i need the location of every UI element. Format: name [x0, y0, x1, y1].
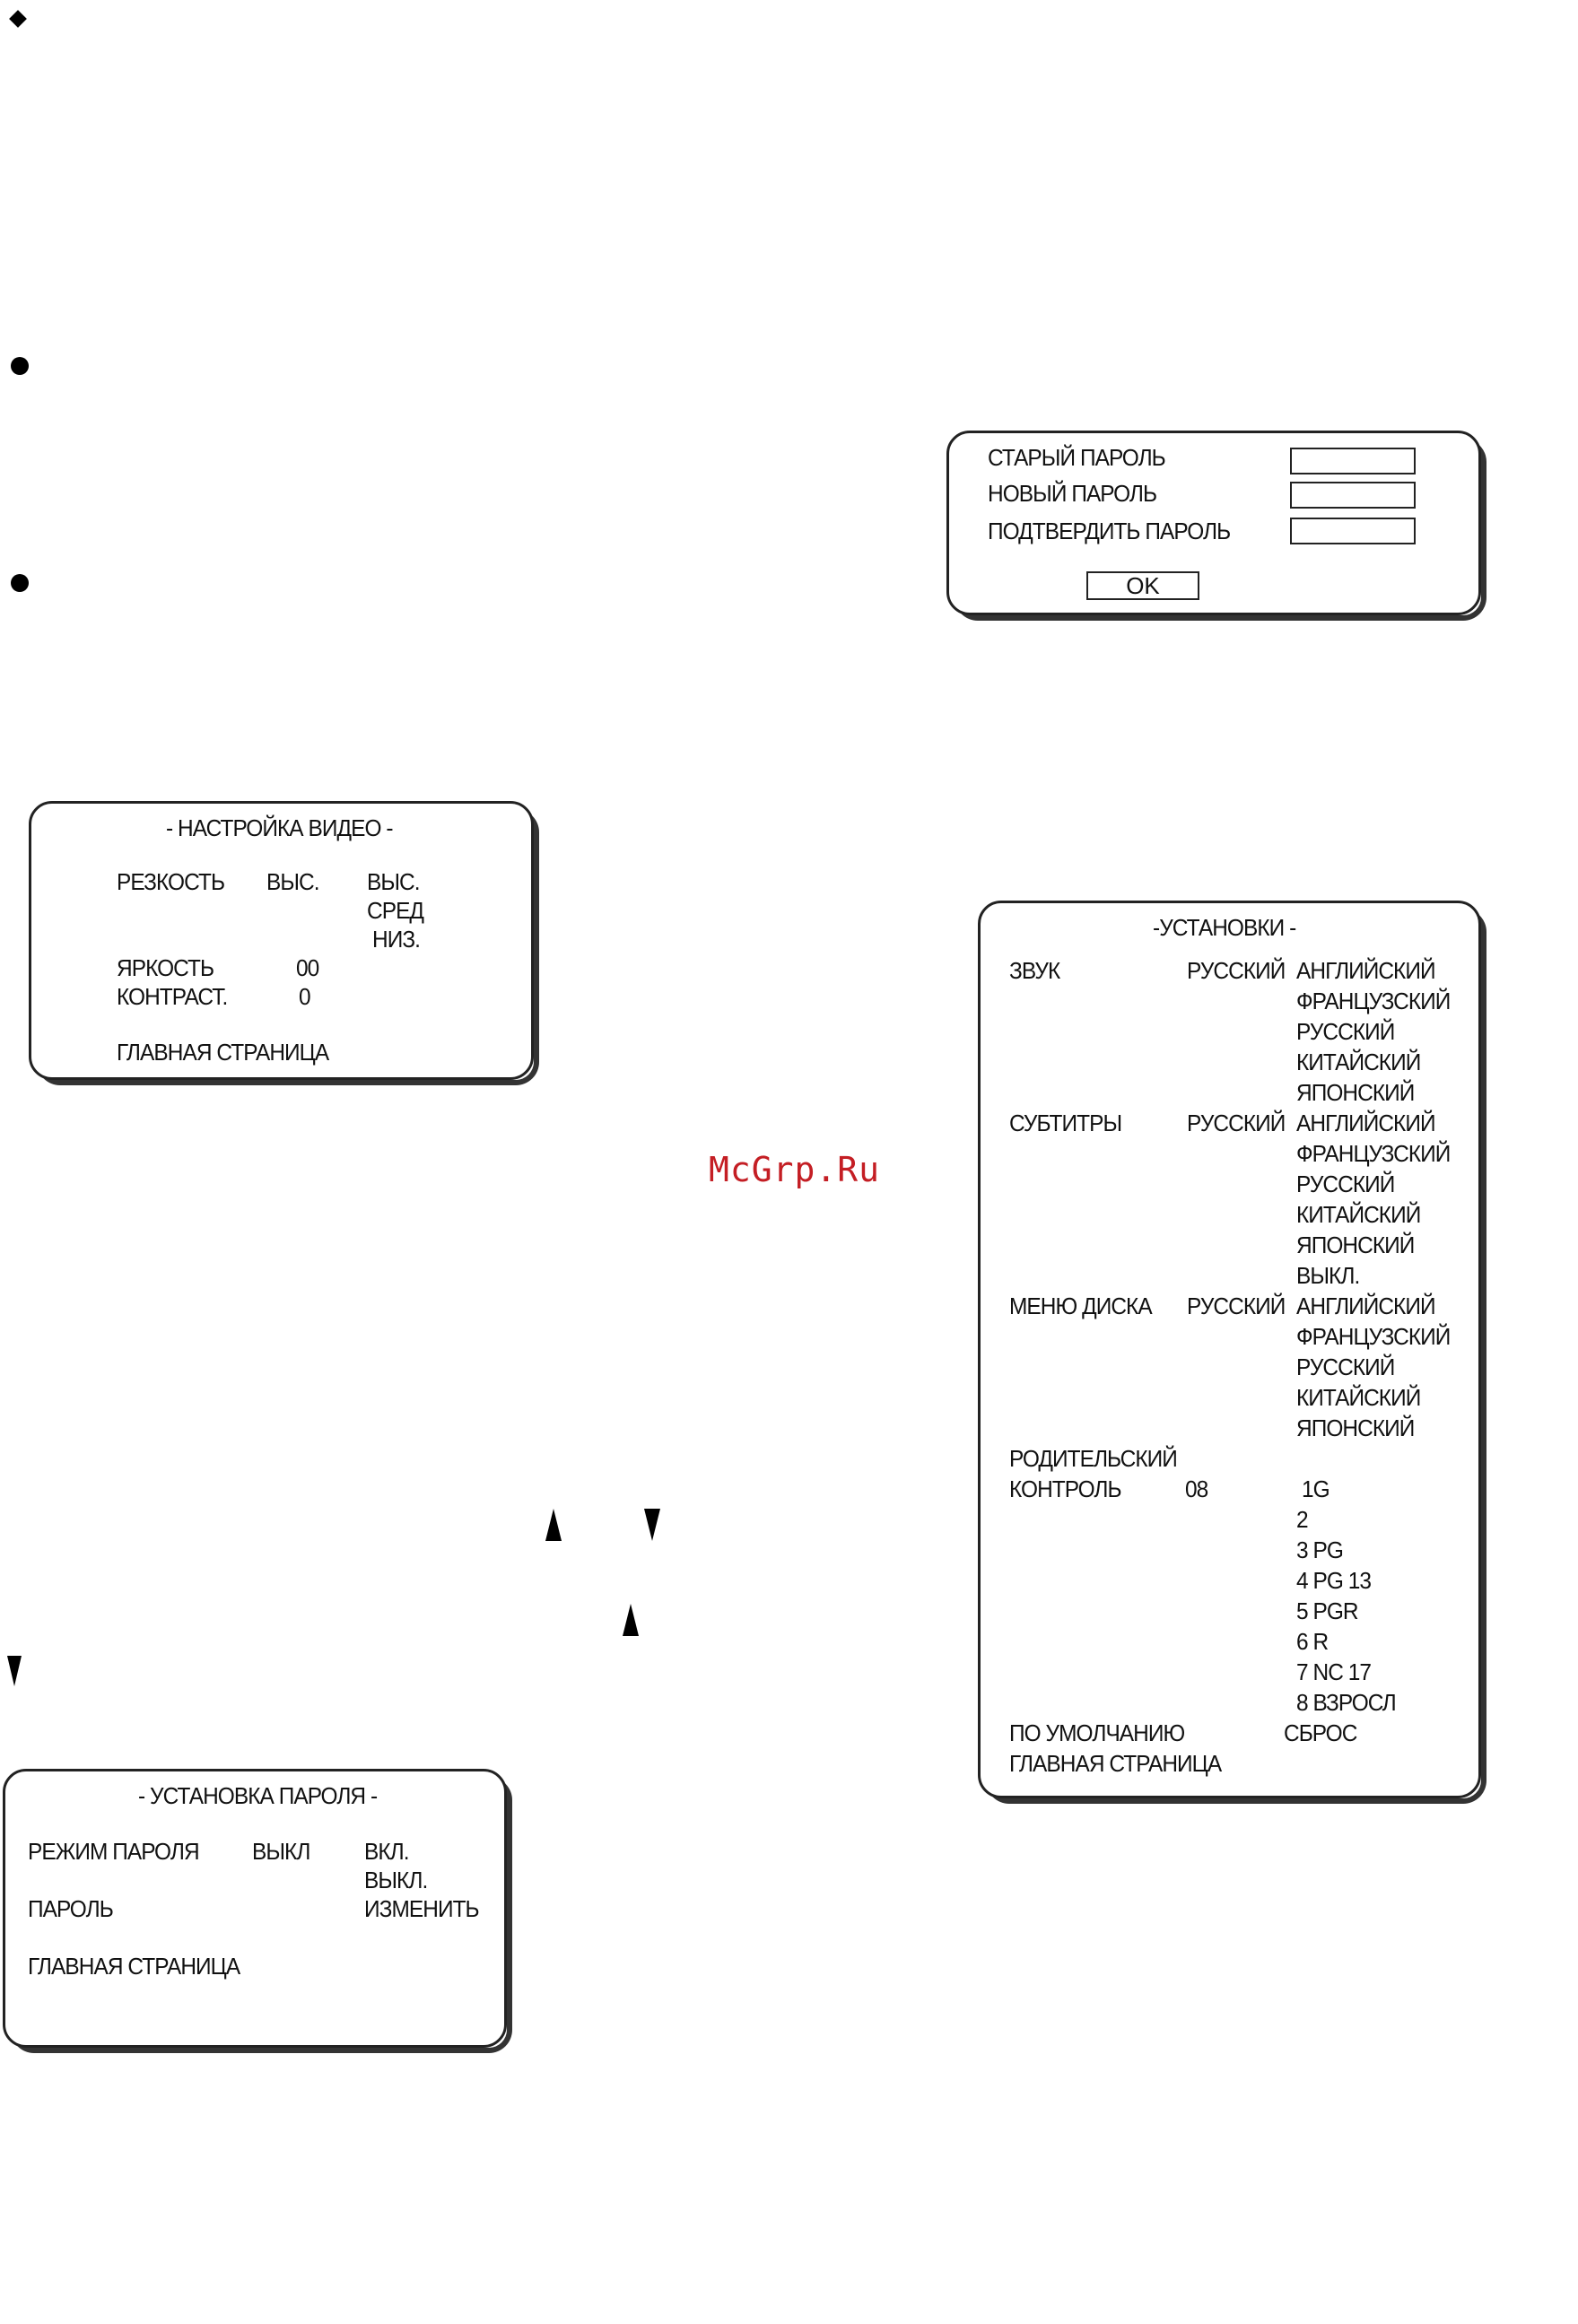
main-page-link[interactable]: ГЛАВНАЯ СТРАНИЦА — [1009, 1750, 1222, 1777]
password-setup-title: - УСТАНОВКА ПАРОЛЯ - — [138, 1782, 378, 1809]
reset-button[interactable]: СБРОС — [1284, 1719, 1357, 1746]
password-mode-option-off[interactable]: ВЫКЛ. — [364, 1867, 428, 1893]
audio-option-japanese[interactable]: ЯПОНСКИЙ — [1296, 1079, 1415, 1106]
parental-option-8[interactable]: 8 ВЗРОСЛ — [1296, 1689, 1397, 1716]
ok-button[interactable]: OK — [1086, 571, 1199, 600]
password-label: ПАРОЛЬ — [28, 1895, 114, 1922]
sharpness-option-medium[interactable]: СРЕД — [367, 897, 424, 924]
password-mode-option-on[interactable]: ВКЛ. — [364, 1838, 410, 1865]
password-mode-value[interactable]: ВЫКЛ — [252, 1838, 310, 1865]
old-password-field[interactable] — [1290, 448, 1416, 474]
sharpness-option-low[interactable]: НИЗ. — [372, 926, 421, 953]
bullet-icon — [11, 574, 29, 592]
parental-option-4[interactable]: 4 PG 13 — [1296, 1567, 1372, 1594]
video-setup-title: - НАСТРОЙКА ВИДЕО - — [166, 814, 394, 841]
password-setup-panel: - УСТАНОВКА ПАРОЛЯ - РЕЖИМ ПАРОЛЯ ВЫКЛ В… — [3, 1769, 512, 2053]
audio-option-russian[interactable]: РУССКИЙ — [1296, 1018, 1395, 1045]
arrow-down-icon — [7, 1656, 22, 1686]
parental-control-label-2: КОНТРОЛЬ — [1009, 1475, 1122, 1502]
arrow-up-icon — [545, 1509, 562, 1541]
settings-panel: -УСТАНОВКИ - ЗВУК РУССКИЙ АНГЛИЙСКИЙ ФРА… — [978, 901, 1486, 1804]
parental-option-7[interactable]: 7 NC 17 — [1296, 1658, 1372, 1685]
parental-control-label: РОДИТЕЛЬСКИЙ — [1009, 1445, 1178, 1472]
arrow-up-icon — [623, 1604, 639, 1636]
parental-control-value[interactable]: 08 — [1185, 1475, 1208, 1502]
settings-title: -УСТАНОВКИ - — [1153, 914, 1296, 941]
arrow-down-icon — [644, 1509, 660, 1541]
brightness-value[interactable]: 00 — [296, 954, 319, 981]
sharpness-value[interactable]: ВЫС. — [266, 868, 320, 895]
sharpness-label: РЕЗКОСТЬ — [117, 868, 225, 895]
confirm-password-field[interactable] — [1290, 518, 1416, 544]
disc-menu-value[interactable]: РУССКИЙ — [1187, 1293, 1286, 1319]
password-change-dialog: СТАРЫЙ ПАРОЛЬ НОВЫЙ ПАРОЛЬ ПОДТВЕРДИТЬ П… — [946, 431, 1486, 621]
parental-option-5[interactable]: 5 PGR — [1296, 1597, 1359, 1624]
bullet-icon — [11, 357, 29, 375]
audio-label: ЗВУК — [1009, 957, 1060, 984]
parental-option-6[interactable]: 6 R — [1296, 1628, 1329, 1655]
contrast-value[interactable]: 0 — [299, 983, 311, 1010]
watermark: McGrp.Ru — [709, 1150, 881, 1189]
subtitles-option-off[interactable]: ВЫКЛ. — [1296, 1262, 1360, 1289]
audio-option-chinese[interactable]: КИТАЙСКИЙ — [1296, 1049, 1421, 1075]
audio-option-french[interactable]: ФРАНЦУЗСКИЙ — [1296, 988, 1451, 1014]
new-password-field[interactable] — [1290, 482, 1416, 509]
contrast-label: КОНТРАСТ. — [117, 983, 228, 1010]
confirm-password-label: ПОДТВЕРДИТЬ ПАРОЛЬ — [988, 518, 1231, 544]
disc-menu-option-chinese[interactable]: КИТАЙСКИЙ — [1296, 1384, 1421, 1411]
password-mode-label: РЕЖИМ ПАРОЛЯ — [28, 1838, 200, 1865]
disc-menu-option-french[interactable]: ФРАНЦУЗСКИЙ — [1296, 1323, 1451, 1350]
brightness-label: ЯРКОСТЬ — [117, 954, 214, 981]
disc-menu-label: МЕНЮ ДИСКА — [1009, 1293, 1153, 1319]
subtitles-option-english[interactable]: АНГЛИЙСКИЙ — [1296, 1110, 1436, 1136]
subtitles-option-chinese[interactable]: КИТАЙСКИЙ — [1296, 1201, 1421, 1228]
audio-value[interactable]: РУССКИЙ — [1187, 957, 1286, 984]
audio-option-english[interactable]: АНГЛИЙСКИЙ — [1296, 957, 1436, 984]
change-password-option[interactable]: ИЗМЕНИТЬ — [364, 1895, 480, 1922]
parental-option-1[interactable]: 1G — [1302, 1475, 1330, 1502]
sharpness-option-high[interactable]: ВЫС. — [367, 868, 421, 895]
subtitles-option-french[interactable]: ФРАНЦУЗСКИЙ — [1296, 1140, 1451, 1167]
default-label: ПО УМОЛЧАНИЮ — [1009, 1719, 1185, 1746]
video-setup-panel: - НАСТРОЙКА ВИДЕО - РЕЗКОСТЬ ВЫС. ВЫС. С… — [29, 801, 539, 1085]
main-page-link[interactable]: ГЛАВНАЯ СТРАНИЦА — [28, 1953, 240, 1980]
diamond-bullet-icon — [9, 10, 27, 28]
old-password-label: СТАРЫЙ ПАРОЛЬ — [988, 444, 1166, 471]
main-page-link[interactable]: ГЛАВНАЯ СТРАНИЦА — [117, 1039, 329, 1066]
disc-menu-option-japanese[interactable]: ЯПОНСКИЙ — [1296, 1414, 1415, 1441]
subtitles-value[interactable]: РУССКИЙ — [1187, 1110, 1286, 1136]
parental-option-2[interactable]: 2 — [1296, 1506, 1309, 1533]
disc-menu-option-russian[interactable]: РУССКИЙ — [1296, 1353, 1395, 1380]
new-password-label: НОВЫЙ ПАРОЛЬ — [988, 480, 1157, 507]
subtitles-option-japanese[interactable]: ЯПОНСКИЙ — [1296, 1232, 1415, 1258]
disc-menu-option-english[interactable]: АНГЛИЙСКИЙ — [1296, 1293, 1436, 1319]
subtitles-label: СУБТИТРЫ — [1009, 1110, 1122, 1136]
subtitles-option-russian[interactable]: РУССКИЙ — [1296, 1171, 1395, 1197]
parental-option-3[interactable]: 3 PG — [1296, 1536, 1344, 1563]
